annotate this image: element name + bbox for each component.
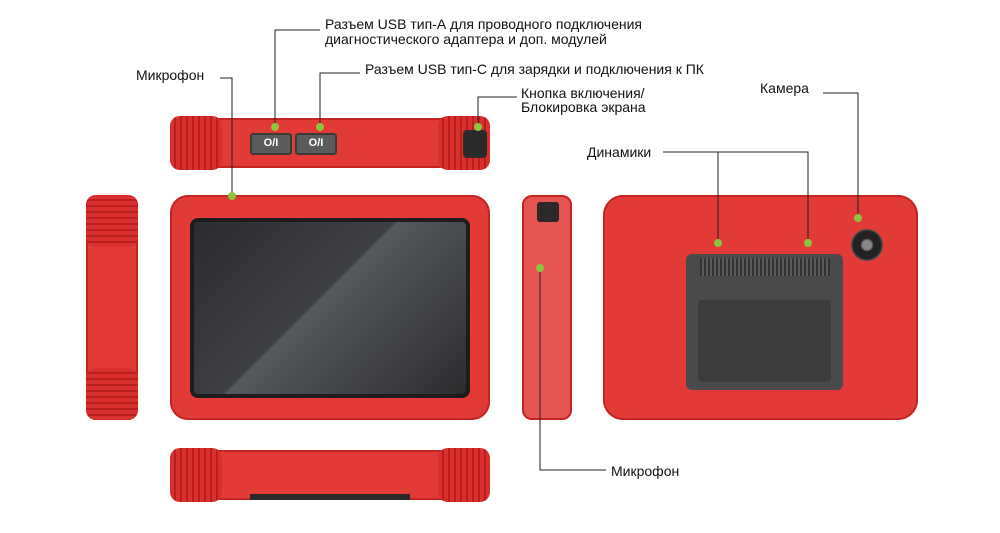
label-power-line2: Блокировка экрана [521, 99, 646, 115]
bottom-right-grip [438, 448, 490, 502]
marker-dot [536, 264, 544, 272]
leader-usb-a [274, 29, 320, 127]
left-side-bottom-grip [86, 368, 138, 420]
label-usb-c: Разъем USB тип-С для зарядки и подключен… [365, 61, 704, 77]
leader-microphone-bottom [539, 268, 606, 471]
back-window [698, 300, 831, 382]
leader-microphone-top [220, 77, 233, 196]
leader-power [477, 96, 517, 127]
camera-lens [851, 229, 883, 261]
side-power-button [537, 202, 559, 222]
left-side-top-grip [86, 195, 138, 247]
marker-dot [854, 214, 862, 222]
screen [190, 218, 470, 398]
label-speakers: Динамики [587, 144, 652, 160]
usb-c-port: O/I [295, 133, 337, 155]
label-usb-a-line1: Разъем USB тип-А для проводного подключе… [325, 16, 643, 32]
device-right-side [522, 195, 572, 420]
marker-dot [804, 239, 812, 247]
device-bottom-view [170, 450, 490, 500]
leader-camera [823, 92, 859, 218]
usb-a-port: O/I [250, 133, 292, 155]
marker-dot [714, 239, 722, 247]
label-microphone-bottom: Микрофон [611, 463, 680, 479]
label-power-line1: Кнопка включения/ [521, 85, 645, 101]
leader-usb-c [319, 72, 360, 127]
marker-dot [271, 123, 279, 131]
top-left-grip [170, 116, 222, 170]
bottom-left-grip [170, 448, 222, 502]
bottom-slot [250, 494, 410, 500]
label-camera: Камера [760, 80, 809, 96]
leader-speakers [663, 151, 809, 243]
marker-dot [316, 123, 324, 131]
speaker-grille [700, 258, 830, 276]
marker-dot [228, 192, 236, 200]
power-button [463, 130, 487, 158]
label-usb-a-line2: диагностического адаптера и доп. модулей [325, 31, 607, 47]
marker-dot [474, 123, 482, 131]
label-microphone-top: Микрофон [136, 67, 205, 83]
